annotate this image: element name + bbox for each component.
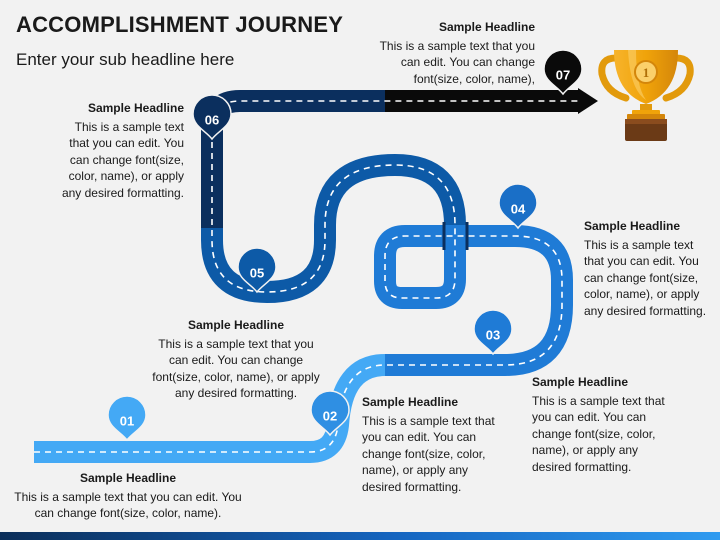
step-04-headline: Sample Headline	[584, 219, 681, 233]
step-03-text-block: Sample Headline This is a sample text th…	[532, 374, 672, 475]
step-05-text-block: Sample Headline This is a sample text th…	[148, 317, 324, 402]
step-07-headline: Sample Headline	[438, 20, 535, 34]
pin-01-number: 01	[120, 414, 134, 429]
step-05-description: This is a sample text that you can edit.…	[152, 336, 320, 401]
pin-03-number: 03	[486, 328, 500, 343]
pin-06: 06	[192, 94, 232, 141]
step-04-description: This is a sample text that you can edit.…	[584, 237, 707, 318]
step-02-description: This is a sample text that you can edit.…	[362, 413, 495, 494]
step-07-text-block: Sample Headline This is a sample text th…	[365, 19, 535, 87]
step-06-text-block: Sample Headline This is a sample text th…	[60, 100, 184, 201]
page-subtitle: Enter your sub headline here	[16, 50, 235, 69]
page-title: ACCOMPLISHMENT JOURNEY	[16, 12, 344, 37]
pin-06-number: 06	[205, 113, 219, 128]
step-01-text-block: Sample Headline This is a sample text th…	[10, 470, 246, 522]
pin-07-number: 07	[556, 68, 570, 83]
step-01-headline: Sample Headline	[79, 471, 177, 485]
step-04-text-block: Sample Headline This is a sample text th…	[584, 218, 710, 319]
pin-01: 01	[107, 395, 147, 442]
pin-04-number: 04	[511, 202, 526, 217]
road-arrow-head	[578, 88, 598, 114]
step-06-description: This is a sample text that you can edit.…	[61, 119, 184, 200]
road-center-dashes	[34, 100, 578, 453]
bottom-accent-bar	[0, 532, 720, 540]
pin-02: 02	[310, 390, 350, 437]
trophy-icon: 1	[598, 50, 694, 141]
step-07-description: This is a sample text that you can edit.…	[379, 38, 535, 86]
pin-05-number: 05	[250, 266, 264, 281]
pin-04: 04	[498, 183, 538, 230]
pin-05: 05	[237, 247, 277, 294]
step-02-text-block: Sample Headline This is a sample text th…	[362, 394, 502, 495]
step-05-headline: Sample Headline	[187, 318, 285, 332]
step-06-headline: Sample Headline	[87, 101, 184, 115]
pin-02-number: 02	[323, 409, 337, 424]
step-03-description: This is a sample text that you can edit.…	[532, 393, 665, 474]
pin-07: 07	[543, 49, 583, 96]
trophy-medal-label: 1	[643, 65, 650, 80]
step-01-description: This is a sample text that you can edit.…	[14, 489, 242, 521]
pin-03: 03	[473, 309, 513, 356]
step-02-headline: Sample Headline	[362, 395, 459, 409]
step-03-headline: Sample Headline	[532, 375, 629, 389]
